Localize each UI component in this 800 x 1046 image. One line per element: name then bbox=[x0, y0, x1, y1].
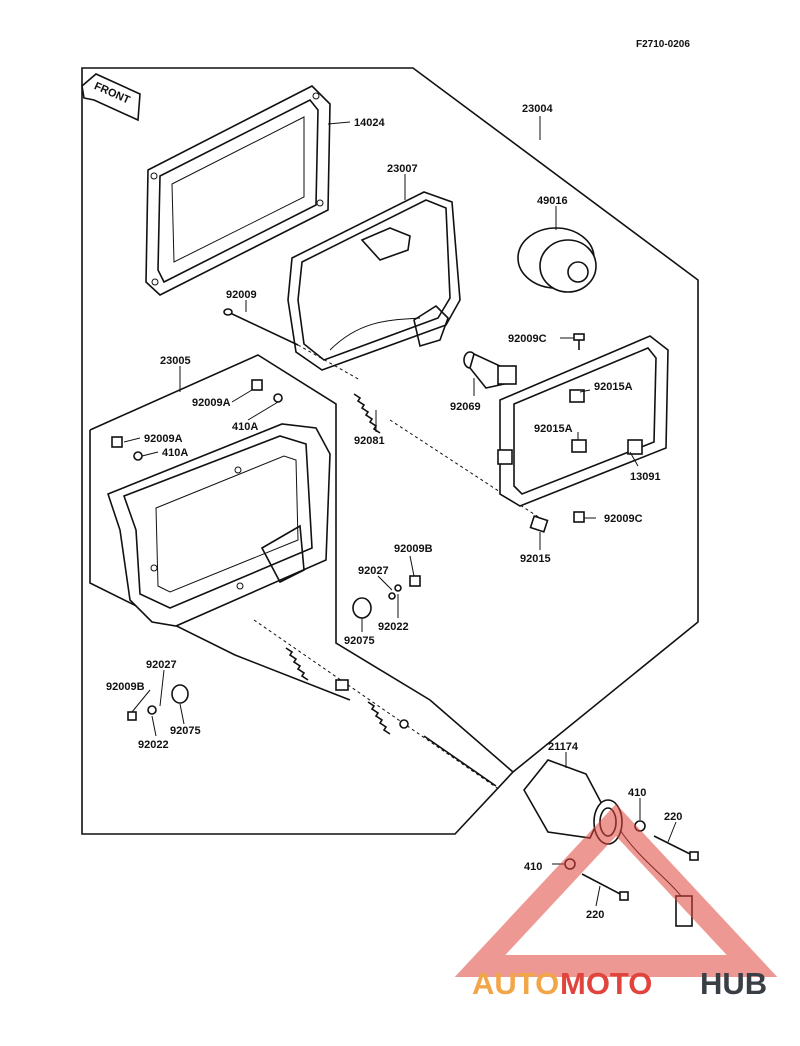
bolt-220-b bbox=[581, 873, 629, 901]
label-92022-a: 92022 bbox=[378, 621, 409, 633]
screw-92009a-b bbox=[111, 436, 143, 461]
label-92015a-mid: 92015A bbox=[534, 423, 573, 435]
headlight-rim-14024 bbox=[145, 85, 331, 296]
screw-92009c-bottom bbox=[573, 511, 585, 523]
label-220-b: 220 bbox=[586, 909, 604, 921]
label-92075-b: 92075 bbox=[170, 725, 201, 737]
label-410-a: 410 bbox=[628, 787, 646, 799]
housing-23005 bbox=[107, 423, 331, 627]
label-92015: 92015 bbox=[520, 553, 551, 565]
assembly-boundary-23004 bbox=[81, 67, 699, 835]
label-92027-a: 92027 bbox=[358, 565, 389, 577]
watermark-triangle-icon bbox=[454, 803, 778, 977]
nut-92015 bbox=[529, 515, 549, 533]
label-92009b-a: 92009B bbox=[394, 543, 433, 555]
diagram-code: F2710-0206 bbox=[636, 39, 690, 50]
label-410a-b: 410A bbox=[162, 447, 188, 459]
label-92027-b: 92027 bbox=[146, 659, 177, 671]
label-92009a-b: 92009A bbox=[144, 433, 183, 445]
watermark-logo: AUTO MOTO HUB bbox=[472, 966, 767, 1001]
adjuster-hardware-left bbox=[127, 684, 189, 721]
adjuster-rod-assembly bbox=[253, 619, 501, 791]
bulb-92069 bbox=[463, 351, 517, 389]
bolt-220-a bbox=[653, 835, 699, 861]
label-49016: 49016 bbox=[537, 195, 568, 207]
watermark-hub: HUB bbox=[700, 966, 767, 1001]
front-arrow-icon: FRONT bbox=[81, 73, 141, 122]
screw-92009a-a bbox=[251, 379, 283, 403]
label-92015a-top: 92015A bbox=[594, 381, 633, 393]
leader-lines bbox=[123, 116, 677, 907]
label-23004: 23004 bbox=[522, 103, 553, 115]
label-92081: 92081 bbox=[354, 435, 385, 447]
label-220-a: 220 bbox=[664, 811, 682, 823]
label-410a-a: 410A bbox=[232, 421, 258, 433]
label-92022-b: 92022 bbox=[138, 739, 169, 751]
label-92075-a: 92075 bbox=[344, 635, 375, 647]
watermark-moto: MOTO bbox=[560, 966, 652, 1001]
headlight-unit-23007 bbox=[287, 191, 461, 371]
label-21174: 21174 bbox=[548, 741, 579, 753]
label-410-b: 410 bbox=[524, 861, 542, 873]
label-14024: 14024 bbox=[354, 117, 385, 129]
label-92009c-bottom: 92009C bbox=[604, 513, 643, 525]
screw-92009 bbox=[223, 308, 361, 381]
label-92009b-b: 92009B bbox=[106, 681, 145, 693]
label-92009a-a: 92009A bbox=[192, 397, 231, 409]
label-92009c-top: 92009C bbox=[508, 333, 547, 345]
watermark-auto: AUTO bbox=[472, 966, 559, 1001]
label-23007: 23007 bbox=[387, 163, 418, 175]
dust-cover-49016 bbox=[517, 227, 597, 293]
label-92069: 92069 bbox=[450, 401, 481, 413]
screw-92009c-top bbox=[573, 333, 585, 350]
adjuster-hardware-right bbox=[352, 575, 421, 619]
label-13091: 13091 bbox=[630, 471, 661, 483]
bracket-13091 bbox=[497, 335, 669, 507]
label-23005: 23005 bbox=[160, 355, 191, 367]
label-92009: 92009 bbox=[226, 289, 257, 301]
